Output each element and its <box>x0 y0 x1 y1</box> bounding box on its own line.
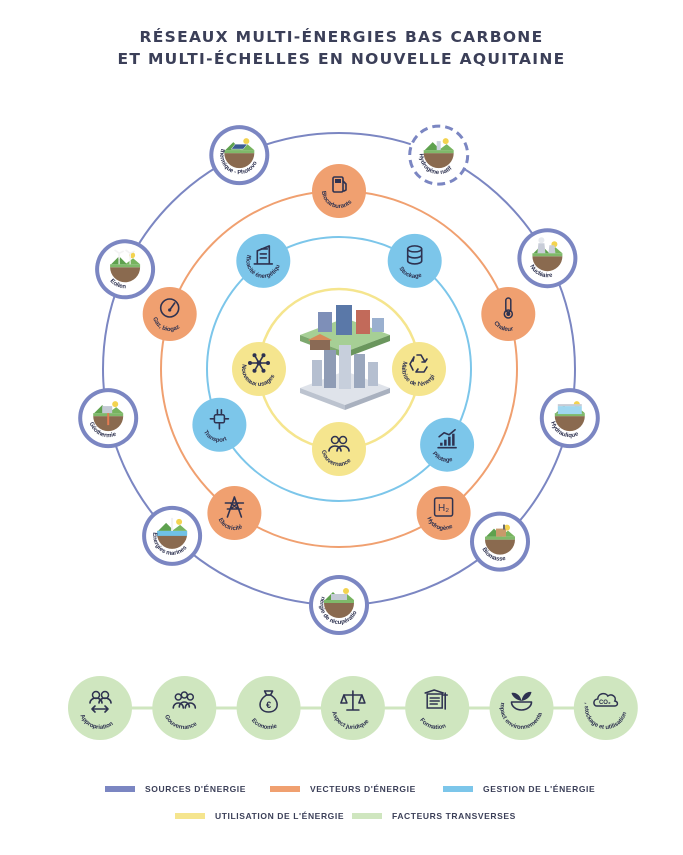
euro-bag-icon: € <box>259 690 278 713</box>
wind-turbine-icon <box>110 249 141 283</box>
legend-item-vecteurs: VECTEURS D'ÉNERGIE <box>270 784 416 794</box>
vecteur-node-4: Gaz, biogaz <box>142 287 197 341</box>
gestion-node-3: Efficacité énergétique <box>236 233 291 288</box>
vecteur-node-0: Biocarburants <box>312 164 366 218</box>
vecteur-node-3: Electricité <box>207 486 262 540</box>
bar-chart-icon <box>437 428 457 449</box>
gestion-node-0: Stockage <box>387 233 442 288</box>
governance-icon <box>172 691 197 709</box>
svg-text:CO₂: CO₂ <box>599 700 611 706</box>
fuel-pump-icon <box>332 176 347 193</box>
legend-label: GESTION DE L'ÉNERGIE <box>483 784 595 794</box>
gestion-node-1: Pilotage <box>420 417 475 472</box>
vecteur-node-1: Chaleur <box>481 287 536 341</box>
recycle-icon <box>409 354 428 373</box>
legend-item-sources: SOURCES D'ÉNERGIE <box>105 784 246 794</box>
source-node-6: Energies marines <box>142 505 203 566</box>
gauge-icon <box>159 298 180 318</box>
legend-label: SOURCES D'ÉNERGIE <box>145 784 246 794</box>
transverse-node-3: Aspect juridique <box>320 676 385 740</box>
gestion-node-2: Transport <box>192 397 247 452</box>
legend-label: VECTEURS D'ÉNERGIE <box>310 784 416 794</box>
thermometer-icon <box>503 297 514 319</box>
transverse-node-1: Gouvernance <box>152 676 217 740</box>
biomass-icon <box>485 524 515 555</box>
title-line-2: ET MULTI-ÉCHELLES EN NOUVELLE AQUITAINE <box>117 50 566 68</box>
ring-gestion <box>206 236 472 502</box>
svg-text:€: € <box>266 700 271 710</box>
utilisation-node-0: Maîtrise de l'énergie <box>392 342 446 396</box>
training-icon <box>424 689 449 710</box>
h2-icon: H₂ <box>433 497 454 517</box>
legend-swatch <box>443 786 473 792</box>
city-illustration <box>300 305 390 410</box>
hydrogen-well-icon <box>423 138 454 169</box>
co2-cloud-icon: CO₂ <box>593 692 619 707</box>
network-icon <box>248 353 270 373</box>
utilisation-node-1: Gouvernance <box>312 422 366 476</box>
transverse-node-2: €Economie <box>236 676 301 740</box>
scales-icon <box>340 690 366 711</box>
legend-swatch <box>175 813 205 819</box>
marine-energy-icon <box>157 517 188 549</box>
legend-swatch <box>105 786 135 792</box>
plug-icon <box>209 408 230 430</box>
source-node-0: Solaire thermique - Photovoltaïque <box>209 125 270 186</box>
source-node-4: Biomasse <box>470 511 530 572</box>
source-node-2: Nucléaire <box>517 228 578 289</box>
legend-item-gestion: GESTION DE L'ÉNERGIE <box>443 784 595 794</box>
legend-item-transverses: FACTEURS TRANSVERSES <box>352 811 516 821</box>
diagram-title: RÉSEAUX MULTI-ÉNERGIES BAS CARBONE ET MU… <box>0 26 683 70</box>
svg-text:H₂: H₂ <box>438 503 449 514</box>
source-node-3: Hydraulique <box>539 388 600 449</box>
storage-icon <box>406 245 423 265</box>
source-node-8: Eolien <box>95 239 156 300</box>
legend-swatch <box>352 813 382 819</box>
legend-label: UTILISATION DE L'ÉNERGIE <box>215 811 344 821</box>
geothermal-icon <box>93 401 124 432</box>
legend-item-utilisation: UTILISATION DE L'ÉNERGIE <box>175 811 344 821</box>
transverse-node-0: Appropriation <box>68 676 132 740</box>
dam-icon <box>554 401 585 432</box>
title-line-1: RÉSEAUX MULTI-ÉNERGIES BAS CARBONE <box>139 28 544 46</box>
source-node-5: Energie de récupération <box>309 575 369 635</box>
sources-layer: Solaire thermique - Photovoltaïque Hydrog… <box>78 124 600 635</box>
nuclear-plant-icon <box>532 237 563 272</box>
legend-swatch <box>270 786 300 792</box>
people-icon <box>328 435 350 452</box>
transverses-layer: Appropriation Gouvernance €Economie Aspect … <box>68 676 638 740</box>
plant-bowl-icon <box>510 691 533 711</box>
solar-panel-icon <box>224 138 255 169</box>
source-node-7: Géothermie <box>78 388 139 449</box>
legend: SOURCES D'ÉNERGIE VECTEURS D'ÉNERGIE GESTI… <box>105 784 595 821</box>
utilisation-node-2: Nouveaux usages <box>232 342 286 396</box>
transverse-node-5: Impact environnemental <box>489 676 554 740</box>
transverse-node-4: Formation <box>405 676 470 740</box>
appropriation-icon <box>89 690 112 713</box>
source-node-1: Hydrogène natif <box>408 124 470 186</box>
legend-label: FACTEURS TRANSVERSES <box>392 811 516 821</box>
pylon-icon <box>224 496 245 518</box>
building-efficiency-icon <box>253 245 274 265</box>
heat-recovery-icon <box>324 588 354 618</box>
